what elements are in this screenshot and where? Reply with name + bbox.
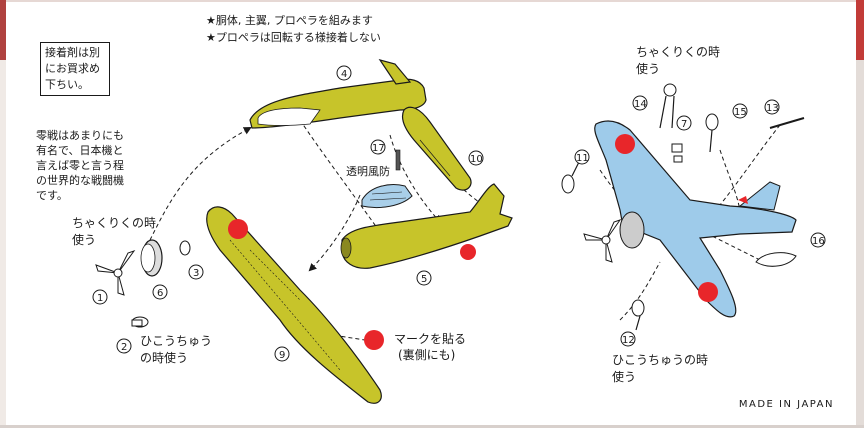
right-box-edge xyxy=(856,0,864,428)
landing-note-left: ちゃくりくの時 使う xyxy=(72,215,156,249)
landing-gear-part-14 xyxy=(659,83,677,129)
landing-note-line: ちゃくりくの時 xyxy=(72,216,157,230)
drop-tank-part-16 xyxy=(755,252,797,267)
part-number: 6 xyxy=(157,288,163,299)
assembled-zero-blue xyxy=(594,120,797,318)
landing-note-line: ちゃくりくの時 xyxy=(636,45,721,59)
part-7 xyxy=(671,143,683,163)
part-number: 16 xyxy=(812,236,825,247)
tail-wheel-part-13 xyxy=(769,117,805,129)
marking-label: マークを貼る (裏側にも) xyxy=(394,331,466,363)
hinomaru-marking xyxy=(364,330,384,350)
part-number: 13 xyxy=(766,103,779,114)
fuselage-part-4 xyxy=(249,59,427,129)
marking-label-line: (裏側にも) xyxy=(398,348,456,362)
part-number: 14 xyxy=(634,99,647,110)
canopy-part xyxy=(361,184,413,209)
washer-part-3 xyxy=(179,240,191,256)
part-number: 5 xyxy=(421,274,427,285)
part-11 xyxy=(561,159,581,194)
zero-description: 零戦はあまりにも 有名で、日本機と 言えば零と言う程 の世界的な戦闘機 です。 xyxy=(36,128,124,203)
stabilizer-part-10 xyxy=(401,106,472,191)
part-number: 11 xyxy=(576,153,589,164)
glue-note-line: 下ちい。 xyxy=(45,78,89,91)
part-number: 1 xyxy=(97,293,103,304)
part-number: 12 xyxy=(622,335,635,346)
made-in-japan: MADE IN JAPAN xyxy=(738,399,834,410)
part-12 xyxy=(631,299,645,331)
part-number-labels: 4 17 10 5 3 6 1 2 9 14 7 15 13 11 16 12 xyxy=(92,65,826,362)
part-number: 10 xyxy=(470,154,483,165)
landing-gear-part-15 xyxy=(705,113,719,153)
glue-note-box: 接着剤は別 にお買求め 下ちい。 xyxy=(40,42,110,96)
zero-description-line: です。 xyxy=(36,189,68,202)
propeller-part-1 xyxy=(95,250,136,296)
pin-part-17 xyxy=(395,149,401,171)
cowling-part-6 xyxy=(140,239,163,277)
part-number: 4 xyxy=(341,69,347,80)
instruction-line-1: ★胴体, 主翼, プロペラを組みます xyxy=(206,14,373,27)
landing-note-right: ちゃくりくの時 使う xyxy=(636,44,720,78)
part-number: 15 xyxy=(734,107,747,118)
landing-note-line: 使う xyxy=(636,62,661,76)
marking-label-line: マークを貼る xyxy=(394,332,467,346)
zero-description-line: 言えば零と言う程 xyxy=(36,159,124,172)
propeller-blue xyxy=(583,219,622,263)
part-number: 7 xyxy=(681,119,687,130)
flight-note-line: ひこうちゅう xyxy=(140,334,213,348)
flight-note-right: ひこうちゅうの時 使う xyxy=(612,352,708,386)
glue-note-line: 接着剤は別 xyxy=(45,46,100,59)
part-number: 9 xyxy=(279,350,285,361)
glue-note-line: にお買求め xyxy=(45,62,100,75)
flight-note-line: の時使う xyxy=(140,351,189,365)
flight-note-left: ひこうちゅう の時使う xyxy=(140,333,212,367)
landing-note-line: 使う xyxy=(72,233,97,247)
instruction-line-2: ★プロペラは回転する様接着しない xyxy=(206,31,381,44)
gear-part-2 xyxy=(131,316,149,328)
zero-description-line: の世界的な戦闘機 xyxy=(36,174,124,187)
assembled-fuselage-part-5 xyxy=(340,183,513,269)
canopy-label: 透明風防 xyxy=(346,165,390,178)
flight-note-line: 使う xyxy=(612,370,637,384)
bottom-fold-edge xyxy=(0,425,864,428)
zero-description-line: 零戦はあまりにも xyxy=(36,129,124,142)
part-number: 2 xyxy=(121,342,127,353)
flight-note-line: ひこうちゅうの時 xyxy=(612,353,709,367)
main-wing-part-9 xyxy=(206,206,382,404)
left-box-edge xyxy=(0,0,6,428)
top-fold-edge xyxy=(0,0,864,2)
part-number: 3 xyxy=(193,268,199,279)
part-number: 17 xyxy=(372,143,385,154)
zero-description-line: 有名で、日本機と xyxy=(36,144,124,157)
